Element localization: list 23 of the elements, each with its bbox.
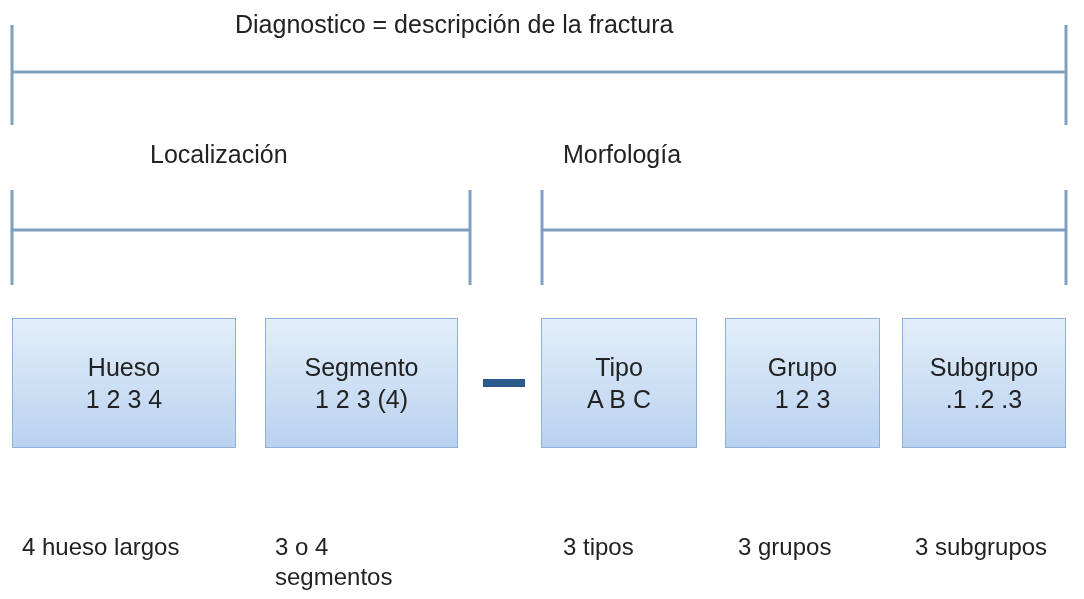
box-title: Tipo (595, 352, 643, 383)
box-code: 1 2 3 4 (85, 384, 163, 415)
box-title: Hueso (87, 352, 161, 383)
category-box (12, 318, 236, 448)
bracket-label: Localización (150, 140, 288, 169)
box-title: Subgrupo (929, 352, 1039, 383)
box-title: Grupo (767, 352, 838, 383)
bracket-label: Diagnostico = descripción de la fractura (235, 10, 674, 39)
bracket-label: Morfología (563, 140, 682, 169)
box-code: 1 2 3 (4) (314, 384, 409, 415)
count-label: 3 subgrupos (915, 532, 1048, 562)
category-box (902, 318, 1066, 448)
category-box (265, 318, 458, 448)
box-code: 1 2 3 (774, 384, 831, 415)
count-label: 3 o 4 segmentos (275, 532, 394, 592)
category-box (725, 318, 880, 448)
box-code: .1 .2 .3 (945, 384, 1023, 415)
count-label: 3 tipos (563, 532, 634, 562)
box-code: A B C (587, 384, 651, 415)
box-title: Segmento (304, 352, 419, 383)
count-label: 4 hueso largos (22, 532, 180, 562)
count-label: 3 grupos (738, 532, 832, 562)
category-box (541, 318, 697, 448)
